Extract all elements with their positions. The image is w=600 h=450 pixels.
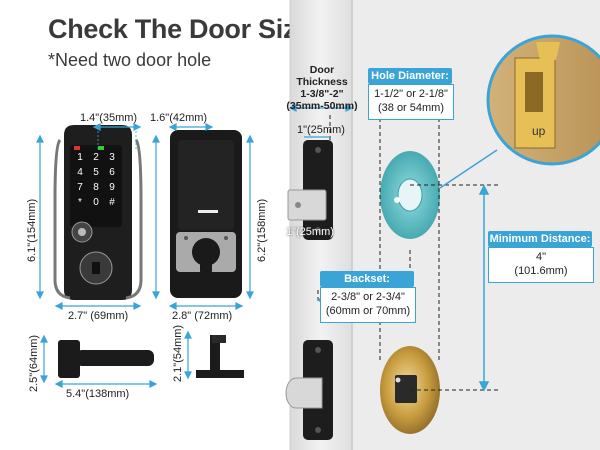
keypad-grid: 1 2 3 4 5 6 7 8 9 * 0 # (72, 152, 120, 208)
backset-tag: Backset: (320, 271, 414, 287)
keypad-key: 3 (109, 152, 115, 163)
dim-lever-height: 2.5"(64mm) (28, 334, 40, 392)
backset-value: 2-3/8" or 2-3/4" (331, 291, 405, 303)
dim-front-width-top: 1.4"(35mm) (80, 112, 138, 124)
page-subtitle: *Need two door hole (48, 50, 212, 70)
backset-box: 2-3/8" or 2-3/4" (60mm or 70mm) (320, 287, 416, 323)
keypad-key: 7 (77, 182, 83, 193)
keypad-front-view (53, 125, 143, 300)
dim-lever-width: 5.4"(138mm) (66, 388, 130, 400)
min-distance-value: 4" (535, 251, 547, 263)
interior-unit-view (170, 130, 242, 298)
lever-side-view (196, 335, 244, 378)
keypad-key: # (109, 197, 115, 208)
keypad-key: 1 (77, 152, 83, 163)
dim-front-width: 2.7" (69mm) (68, 310, 129, 322)
keypad-key: 0 (93, 197, 99, 208)
keypad-key: * (78, 197, 82, 208)
door-edge-latch-plate (285, 340, 333, 440)
dim-lever-side-height: 2.1"(54mm) (172, 324, 184, 382)
hole-diameter-box: 1-1/2" or 2-1/8" (38 or 54mm) (368, 84, 454, 120)
door-thickness-value: 1-3/8"-2" (300, 88, 344, 100)
hole-diameter-value: 1-1/2" or 2-1/8" (374, 88, 448, 100)
lever-front-view (58, 340, 154, 378)
backset-mm: (60mm or 70mm) (325, 305, 411, 317)
min-distance-box: 4" (101.6mm) (488, 247, 594, 283)
min-distance-mm: (101.6mm) (514, 265, 568, 277)
keypad-key: 5 (93, 167, 99, 178)
door-thickness-title: Door Thickness (296, 64, 348, 88)
dim-front-height: 6.1"(154mm) (26, 198, 38, 262)
dim-side-depth-top: 1.6"(42mm) (150, 112, 208, 124)
strike-magnifier (439, 34, 600, 189)
strike-up-text: up (532, 124, 546, 138)
keypad-key: 6 (109, 167, 115, 178)
door-edge-top-dim: 1"(25mm) (297, 124, 345, 136)
deadbolt-bore-hole (380, 151, 440, 239)
keypad-key: 9 (109, 182, 115, 193)
dim-side-width: 2.8" (72mm) (172, 310, 233, 322)
dim-side-height: 6.2"(158mm) (256, 198, 268, 262)
hole-diameter-mm: (38 or 54mm) (377, 102, 445, 114)
min-distance-tag: Minimum Distance: (488, 231, 592, 247)
door-edge-top-plate (287, 140, 333, 240)
hole-diameter-tag: Hole Diameter: (368, 68, 452, 84)
door-edge-latch-dim: 1"(25mm) (286, 226, 334, 238)
keypad-key: 4 (77, 167, 83, 178)
door-thickness-label: Door Thickness 1-3/8"-2" (35mm-50mm) (284, 64, 360, 112)
keypad-key: 2 (93, 152, 99, 163)
door-thickness-mm: (35mm-50mm) (286, 100, 358, 112)
keypad-key: 8 (93, 182, 99, 193)
